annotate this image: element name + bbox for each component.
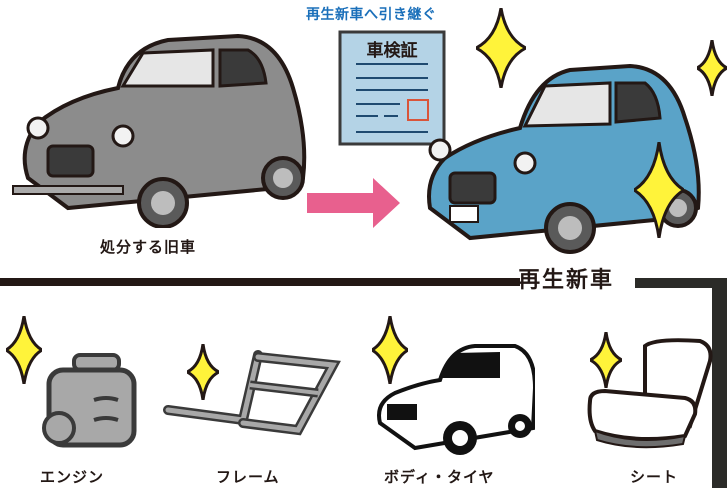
new-car-illustration: [420, 58, 710, 258]
old-car-label: 処分する旧車: [100, 238, 197, 256]
seat-part: [585, 336, 715, 456]
old-car-icon: [12, 33, 307, 228]
engine-part: [34, 350, 144, 450]
new-car-label: 再生新車: [518, 268, 615, 293]
body-tire-part: [365, 338, 535, 458]
engine-icon: [42, 353, 137, 448]
sparkle-icon: [476, 8, 526, 88]
new-car-icon: [427, 63, 701, 254]
frame-part: [158, 345, 348, 445]
old-car-illustration: [8, 28, 308, 228]
certificate-title: 車検証: [366, 41, 418, 61]
transfer-caption: 再生新車へ引き継ぐ: [306, 7, 437, 23]
connector-line: [635, 278, 715, 288]
connector-line: [0, 278, 520, 286]
sparkle-icon: [187, 344, 219, 400]
seat-icon: [587, 338, 713, 449]
sparkle-icon: [634, 142, 684, 238]
certificate-document: 車検証: [338, 30, 446, 146]
connector-line: [712, 278, 727, 488]
part-label-seat: シート: [630, 468, 679, 486]
document-icon: [338, 30, 446, 146]
part-label-engine: エンジン: [40, 468, 105, 486]
sparkle-icon: [6, 316, 42, 384]
arrow-right-icon: [307, 178, 400, 228]
part-label-body-tire: ボディ・タイヤ: [384, 468, 495, 486]
sparkle-icon: [372, 316, 408, 384]
arrow: [305, 178, 400, 228]
part-label-frame: フレーム: [216, 468, 280, 486]
body-tire-icon: [377, 344, 535, 455]
frame-icon: [163, 350, 341, 436]
sparkle-icon: [590, 332, 622, 388]
sparkle-icon: [697, 40, 727, 96]
